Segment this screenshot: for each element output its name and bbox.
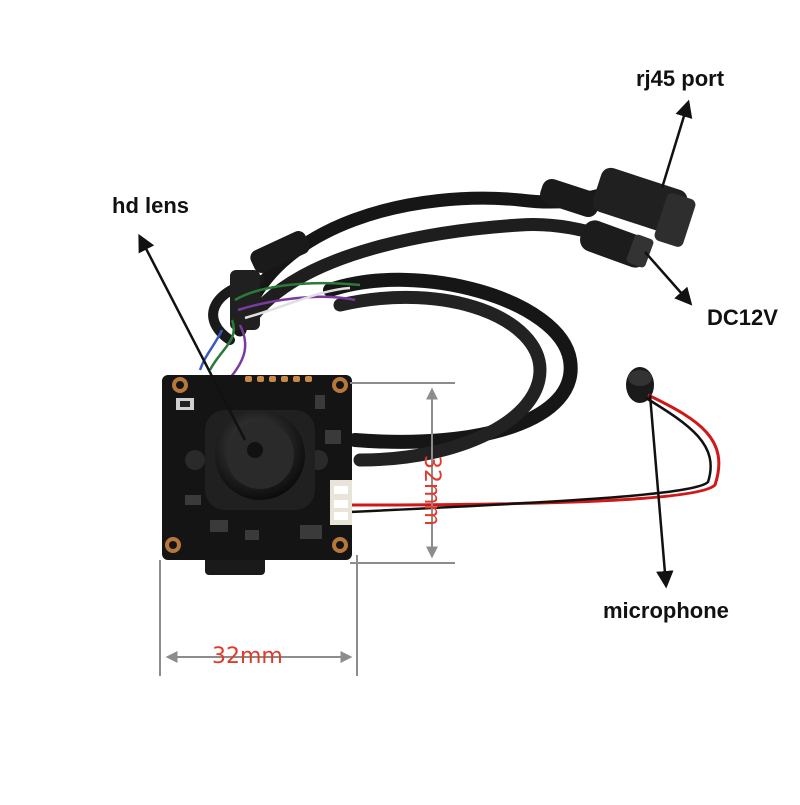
lens-assembly <box>185 410 328 510</box>
colored-wires <box>198 281 361 379</box>
dimension-lines <box>159 382 455 676</box>
dc12v-arrow <box>644 251 693 306</box>
microphone-label: microphone <box>603 598 729 623</box>
hd-lens-label: hd lens <box>112 193 190 218</box>
width-dimension-label: 32mm <box>212 644 283 669</box>
height-dimension-label: 32mm <box>419 455 444 526</box>
hd-lens-arrow <box>138 233 247 441</box>
dc-power-connector <box>580 220 654 268</box>
annotation-arrows <box>138 99 693 589</box>
rj45-connector <box>540 167 696 247</box>
rj45-arrow <box>660 99 693 189</box>
microphone-arrow <box>648 394 674 589</box>
rj45-port-label: rj45 port <box>636 66 725 91</box>
dc12v-label: DC12V <box>707 305 778 330</box>
microphone-capsule <box>349 367 721 514</box>
